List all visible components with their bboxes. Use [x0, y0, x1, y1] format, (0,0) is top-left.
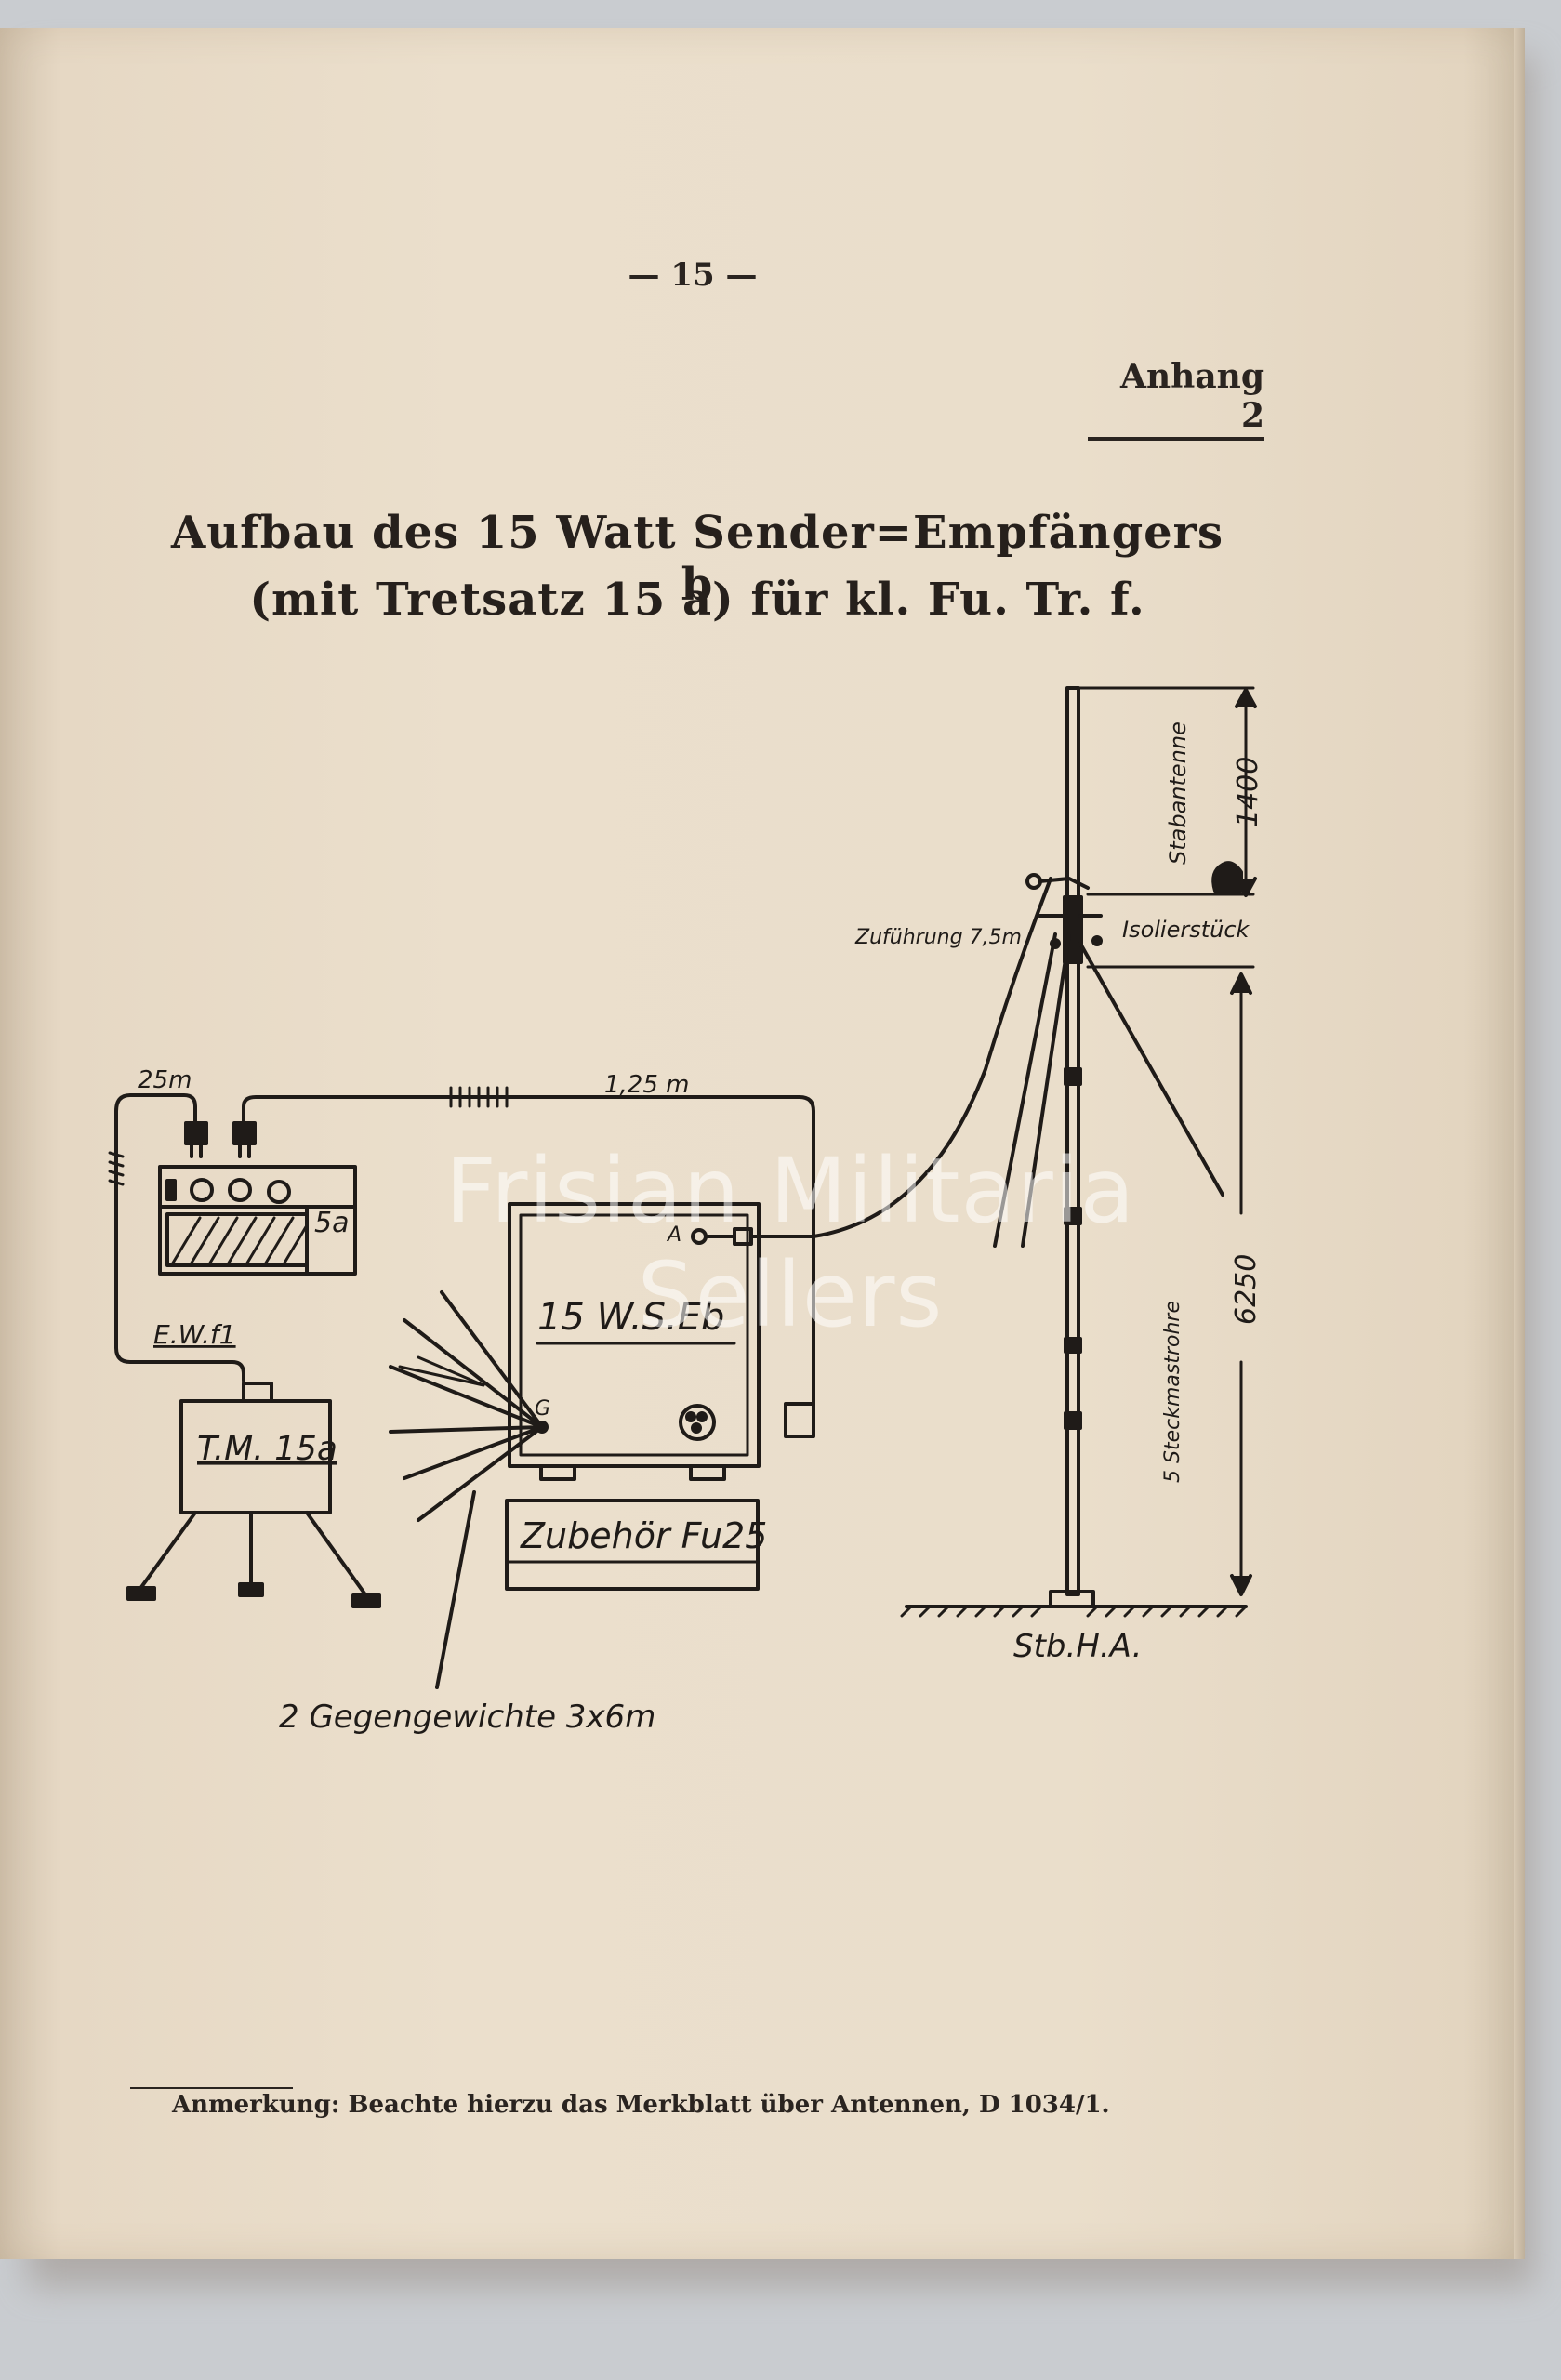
radio-box [508, 1202, 761, 1468]
battery-box [158, 1165, 357, 1276]
label-ewf1: E.W.f1 [153, 1319, 236, 1350]
label-terminal-a: A [666, 1223, 681, 1247]
label-dim-6250: 6250 [1230, 1254, 1263, 1325]
label-base: Stb.H.A. [1013, 1628, 1142, 1665]
label-counterweights: 2 Gegengewichte 3x6m [279, 1699, 655, 1736]
guy-wires [993, 932, 1224, 1248]
page-title-line-2: (mit Tretsatz 15 a) für kl. Fu. Tr. f. [249, 574, 1145, 626]
footnote-rule [130, 2087, 293, 2089]
label-battery: 5a [314, 1207, 349, 1239]
footnote: Anmerkung: Beachte hierzu das Merkblatt … [172, 2091, 1110, 2119]
cable-125m [242, 1095, 815, 1406]
label-accessories: Zubehör Fu25 [520, 1515, 767, 1556]
feed-line [812, 877, 1052, 1238]
watermark: Frisian Militaria Sellers [444, 1139, 1136, 1347]
page-edge [1514, 28, 1525, 2259]
antenna-mast [1065, 686, 1080, 1596]
label-125m: 1,25 m [604, 1071, 689, 1099]
label-tm15a: T.M. 15a [197, 1430, 337, 1468]
label-25m: 25m [138, 1066, 192, 1094]
label-terminal-g: G [535, 1397, 550, 1421]
label-mast-tubes: 5 Steckmastrohre [1161, 1301, 1184, 1483]
page-title-line-1: Aufbau des 15 Watt Sender=Empfängers b [170, 507, 1224, 611]
label-radio: 15 W.S.Eb [537, 1296, 724, 1339]
label-feed: Zuführung 7,5m [854, 926, 1022, 949]
page-number: — 15 — [628, 257, 758, 294]
cable-25m [114, 1093, 245, 1382]
label-rod-antenna: Stabantenne [1165, 721, 1191, 865]
accessories-box [505, 1499, 760, 1591]
appendix-label: Anhang 2 [1088, 357, 1264, 441]
label-insulator: Isolierstück [1122, 917, 1250, 943]
label-dim-1400: 1400 [1232, 757, 1264, 827]
